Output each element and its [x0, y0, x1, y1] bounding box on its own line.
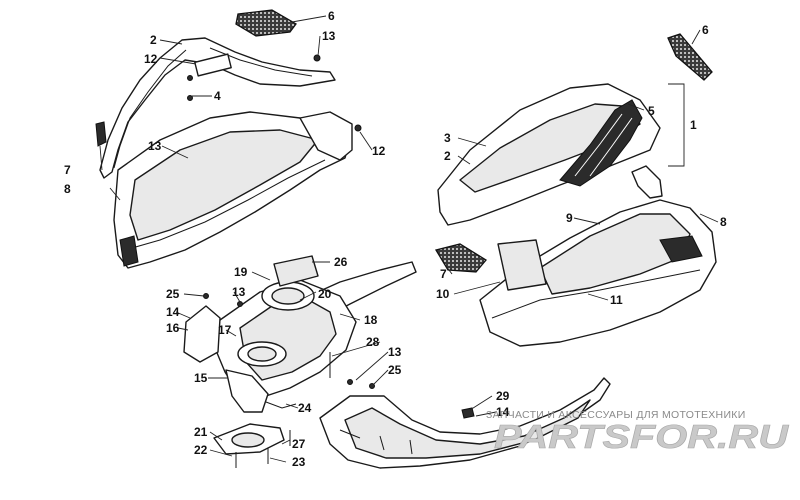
- callout-12-left: 12: [144, 52, 158, 66]
- callout-19: 19: [234, 265, 248, 279]
- bolt-12-right: [354, 124, 362, 132]
- callout-26: 26: [334, 255, 348, 269]
- side-panel-left-edge: [113, 49, 187, 169]
- lower-hood-left-duct: [299, 111, 353, 161]
- callout-21: 21: [194, 425, 208, 439]
- gauge-cover-26: [273, 255, 319, 287]
- callout-25-right: 25: [388, 363, 402, 377]
- callout-13-top: 13: [322, 29, 336, 43]
- bolt-13-right: [347, 379, 353, 385]
- upper-hood-right-stripe: [459, 103, 641, 193]
- callout-5: 5: [648, 104, 655, 118]
- console-assembly: [183, 255, 417, 468]
- side-panel-left-rib: [209, 47, 313, 77]
- callout-2-right: 2: [444, 149, 451, 163]
- callout-14-right: 14: [496, 405, 510, 419]
- callout-18: 18: [364, 313, 378, 327]
- watermark-tagline: ЗАПЧАСТИ И АКСЕССУАРЫ ДЛЯ МОТОТЕХНИКИ: [486, 409, 746, 421]
- callout-13-right: 13: [388, 345, 402, 359]
- callout-16: 16: [166, 321, 180, 335]
- callout-8-left: 8: [64, 182, 71, 196]
- lower-hood-right-edge: [491, 269, 701, 319]
- callout-17: 17: [218, 323, 232, 337]
- clip-8: [631, 165, 663, 199]
- callout-20: 20: [318, 287, 332, 301]
- gauge-ring-lower-inner: [247, 346, 277, 362]
- bolt-4-b: [187, 95, 193, 101]
- decal-5-stripes: [574, 113, 633, 177]
- callout-14-left: 14: [166, 305, 180, 319]
- mesh-vent-top: [235, 9, 297, 37]
- cover-plate-10: [497, 239, 547, 291]
- callout-7-left: 7: [64, 163, 71, 177]
- bolt-4-a: [187, 75, 193, 81]
- bolt-25-right: [369, 383, 375, 389]
- callout-8-right: 8: [720, 215, 727, 229]
- mesh-vent-right: [667, 33, 713, 81]
- upper-left-hood-assembly: [95, 9, 362, 269]
- callout-6-right: 6: [702, 23, 709, 37]
- clip-7-left: [95, 121, 107, 147]
- callout-25-left: 25: [166, 287, 180, 301]
- hose-24: [265, 401, 297, 409]
- watermark-logo: PARTSFOR.RU: [494, 418, 789, 455]
- lower-hood-left-window: [129, 129, 319, 241]
- callout-2-left: 2: [150, 33, 157, 47]
- callout-12-right: 12: [372, 144, 386, 158]
- lower-hood-left-grille: [119, 235, 139, 267]
- upper-right-hood-assembly: [434, 33, 717, 347]
- callout-9: 9: [566, 211, 573, 225]
- callout-13-mid: 13: [148, 139, 162, 153]
- callout-28: 28: [366, 335, 380, 349]
- callout-27: 27: [292, 437, 306, 451]
- clip-29: [461, 407, 475, 419]
- side-bracket-16: [183, 305, 221, 363]
- belly-pan-inner: [344, 399, 591, 459]
- side-panel-left: [99, 37, 336, 179]
- callout-11: 11: [610, 293, 623, 307]
- callout-7-right: 7: [440, 267, 447, 281]
- callout-13-console: 13: [232, 285, 246, 299]
- duct-15: [225, 369, 269, 413]
- lower-cup-opening: [231, 432, 265, 448]
- assembly-bracket-1: [668, 83, 685, 167]
- callout-4: 4: [214, 89, 221, 103]
- callout-23: 23: [292, 455, 306, 469]
- callout-6-top: 6: [328, 9, 335, 23]
- bolt-13-top: [313, 54, 321, 62]
- callout-10: 10: [436, 287, 450, 301]
- callout-numbers: 2 12 4 6 13 7 13 8 12 3 2 5 6 1 9 8 7 10…: [64, 9, 727, 469]
- bolt-13-console: [237, 301, 243, 307]
- belly-pan-assembly: [319, 377, 611, 469]
- bracket-4: [194, 53, 232, 77]
- watermark: ЗАПЧАСТИ И АКСЕССУАРЫ ДЛЯ МОТОТЕХНИКИ PA…: [486, 409, 790, 455]
- leader-lines: [99, 15, 719, 463]
- callout-22: 22: [194, 443, 208, 457]
- lower-hood-right-vent: [659, 235, 703, 263]
- bolt-25-left: [203, 293, 209, 299]
- callout-29: 29: [496, 389, 510, 403]
- callout-15: 15: [194, 371, 208, 385]
- belly-pan-rib: [339, 429, 413, 455]
- callout-1: 1: [690, 118, 697, 132]
- callout-24: 24: [298, 401, 312, 415]
- lower-hood-left-rib: [124, 159, 326, 251]
- callout-3: 3: [444, 131, 451, 145]
- gauge-ring-upper-inner: [271, 287, 305, 305]
